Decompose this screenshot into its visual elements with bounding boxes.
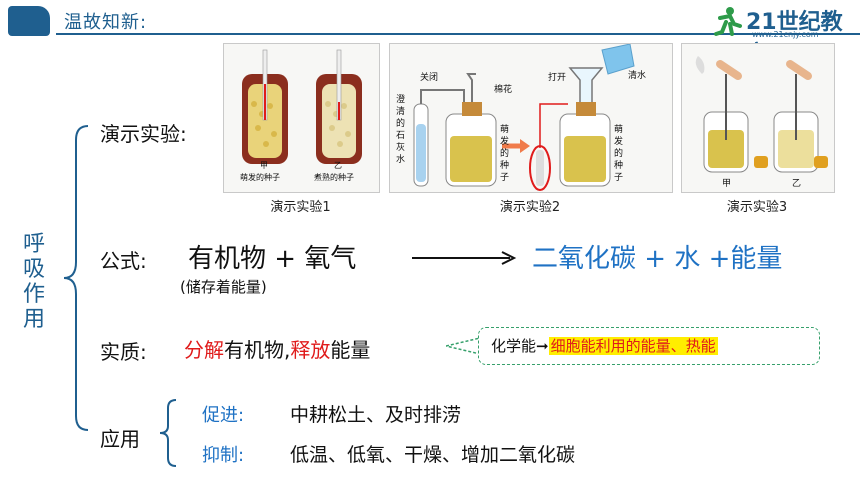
page-title: 温故知新: <box>64 12 148 33</box>
flask-label-yi: 乙 <box>334 161 342 170</box>
callout-arrow-icon: ➞ <box>536 337 549 355</box>
label-open: 打开 <box>548 73 567 83</box>
promote-text: 中耕松土、及时排涝 <box>290 404 462 426</box>
formula-label: 公式: <box>100 249 147 273</box>
experiment-1-caption: 演示实验1 <box>270 200 331 215</box>
experiment-3-caption: 演示实验3 <box>726 200 788 215</box>
experiment-2-caption: 演示实验2 <box>499 200 561 215</box>
callout-highlight: 细胞能利用的能量、热能 <box>548 337 718 355</box>
essence-organic: 有机物, <box>224 338 291 362</box>
essence-release: 释放 <box>290 338 331 362</box>
label-water: 清水 <box>628 71 647 81</box>
header-divider <box>56 33 860 35</box>
header-accent-block <box>8 6 50 36</box>
thermos-flasks-illustration <box>242 49 362 164</box>
essence-energy: 能量 <box>330 338 371 362</box>
inhibit-text: 低温、低氧、干燥、增加二氧化碳 <box>290 444 576 466</box>
application-label: 应用 <box>100 427 140 451</box>
flask-label-boiled: 煮熟的种子 <box>314 173 354 182</box>
respiration-vertical-label: 呼吸作用 <box>22 232 45 332</box>
label-cotton: 棉花 <box>494 85 513 95</box>
limewater-apparatus-illustration <box>413 43 635 191</box>
flask-label-jia: 甲 <box>260 161 268 170</box>
jar-label-yi: 乙 <box>792 179 802 189</box>
inhibit-label: 抑制: <box>202 445 245 466</box>
essence-decompose: 分解 <box>184 338 224 362</box>
candle-jars-illustration <box>695 56 828 173</box>
logo-subtext: www.21cnjy.com <box>752 30 819 39</box>
reaction-arrow-icon <box>412 251 517 265</box>
main-brace <box>63 125 89 431</box>
formula-reactants: 有机物 + 氧气 <box>188 244 357 274</box>
experiment-3-image: 甲 乙 <box>681 43 835 193</box>
label-close: 关闭 <box>420 73 439 83</box>
essence-statement: 分解有机物,释放能量 <box>184 334 370 363</box>
formula-note: (储存着能量) <box>180 278 267 296</box>
promote-label: 促进: <box>202 405 245 426</box>
experiment-1-image: 甲 萌发的种子 乙 煮熟的种子 <box>223 43 380 193</box>
energy-callout: 化学能➞细胞能利用的能量、热能 <box>478 327 820 365</box>
application-brace <box>159 399 177 467</box>
runner-logo-icon <box>714 7 742 36</box>
callout-pointer <box>446 337 481 355</box>
callout-chemical-energy: 化学能 <box>491 337 537 355</box>
essence-label: 实质: <box>100 340 147 364</box>
label-seeds-left: 萌发的种子 <box>500 125 510 183</box>
demo-label: 演示实验: <box>100 122 187 146</box>
logo: 21世纪教育 www.21cnjy.com <box>712 4 852 67</box>
label-seeds-right: 萌发的种子 <box>614 125 624 183</box>
callout-text: 化学能➞细胞能利用的能量、热能 <box>491 335 718 356</box>
jar-label-jia: 甲 <box>722 179 732 189</box>
label-limewater: 澄清的石灰水 <box>396 95 406 165</box>
formula-products: 二氧化碳 + 水 +能量 <box>532 244 783 274</box>
experiment-2-image: 关闭 棉花 打开 清水 澄清的石灰水 萌发的种子 萌发的种子 <box>389 43 673 193</box>
flask-label-germinating: 萌发的种子 <box>240 173 280 182</box>
